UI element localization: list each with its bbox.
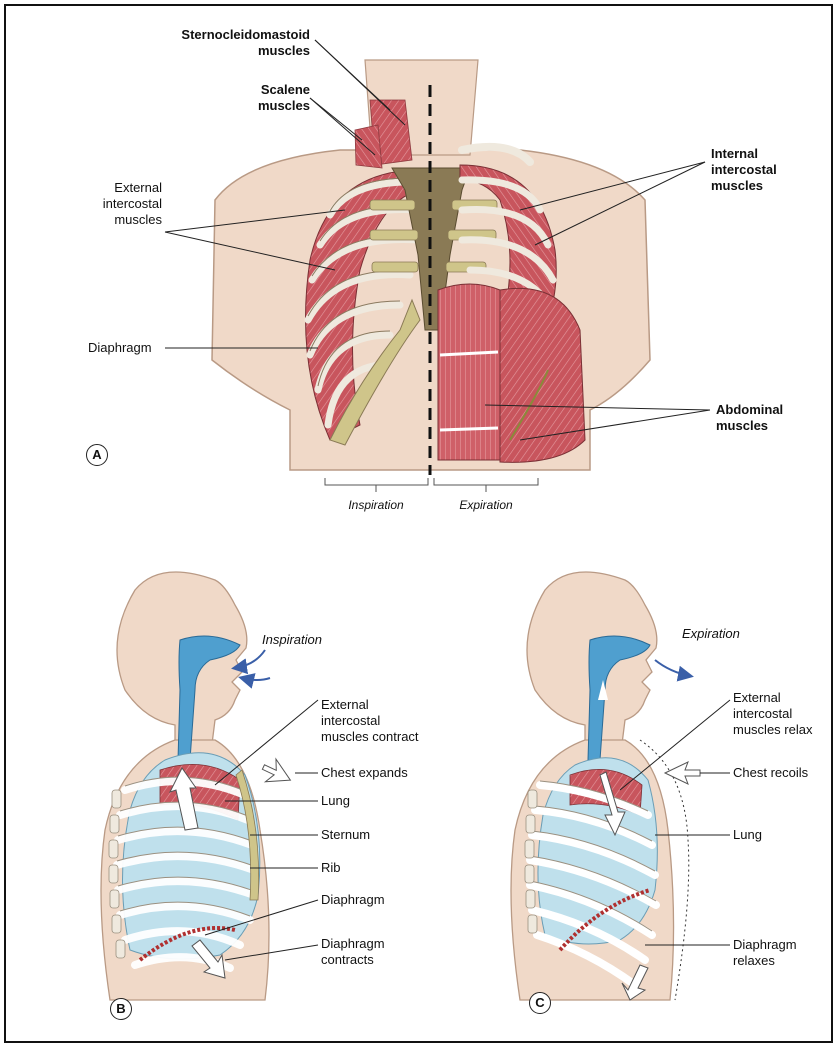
label-scalene: Scalene muscles bbox=[200, 82, 310, 114]
label-external-intercostal: External intercostal muscles bbox=[60, 180, 162, 228]
label-inspiration-a: Inspiration bbox=[336, 497, 416, 513]
label-ext-intercostal-relax: External intercostal muscles relax bbox=[733, 690, 812, 738]
label-ext-intercostal-contract: External intercostal muscles contract bbox=[321, 697, 419, 745]
label-chest-expands: Chest expands bbox=[321, 765, 408, 781]
label-sternum: Sternum bbox=[321, 827, 370, 843]
label-abdominal: Abdominal muscles bbox=[716, 402, 783, 434]
panel-c-badge: C bbox=[529, 992, 551, 1014]
label-lung-b: Lung bbox=[321, 793, 350, 809]
abdominal-muscles bbox=[438, 284, 585, 462]
label-lung-c: Lung bbox=[733, 827, 762, 843]
label-rib: Rib bbox=[321, 860, 341, 876]
label-diaphragm-contracts: Diaphragm contracts bbox=[321, 936, 385, 968]
label-expiration-c: Expiration bbox=[682, 626, 740, 642]
label-chest-recoils: Chest recoils bbox=[733, 765, 808, 781]
label-expiration-a: Expiration bbox=[446, 497, 526, 513]
label-sternocleidomastoid: Sternocleidomastoid muscles bbox=[140, 27, 310, 59]
label-diaphragm-b: Diaphragm bbox=[321, 892, 385, 908]
scalene-muscle bbox=[355, 125, 382, 168]
label-internal-intercostal: Internal intercostal muscles bbox=[711, 146, 777, 194]
panel-b-badge: B bbox=[110, 998, 132, 1020]
panel-a-badge: A bbox=[86, 444, 108, 466]
label-diaphragm-relaxes: Diaphragm relaxes bbox=[733, 937, 797, 969]
label-inspiration-b: Inspiration bbox=[262, 632, 322, 648]
label-diaphragm-a: Diaphragm bbox=[88, 340, 152, 356]
